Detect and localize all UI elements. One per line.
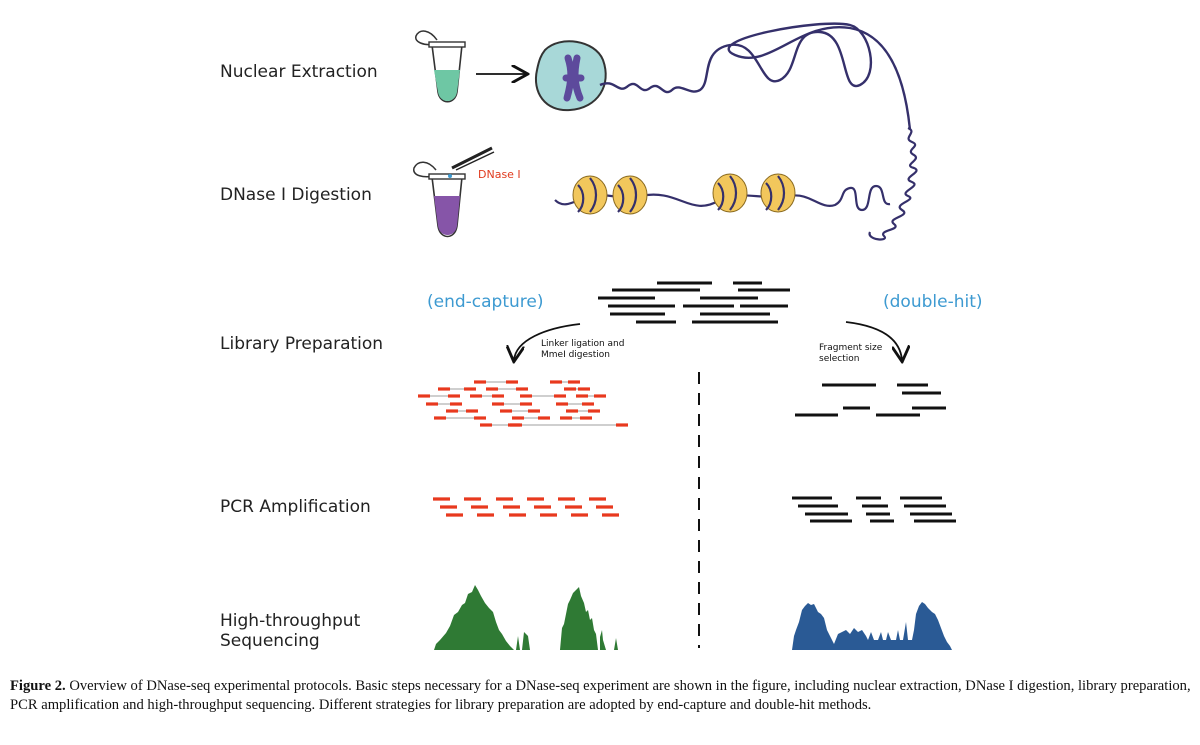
step-dnase-digestion: DNase I Digestion [220,185,372,205]
linker-ligation-label: Linker ligation and [541,339,624,349]
step-sequencing-line2: Sequencing [220,631,320,651]
nucleosome-1 [572,175,608,215]
figure-caption-text: Overview of DNase-seq experimental proto… [10,678,1191,713]
pipette-icon [448,146,495,178]
step-library-preparation: Library Preparation [220,334,383,354]
mmei-digestion-label: MmeI digestion [541,350,610,360]
fragment-pool [598,281,790,324]
end-capture-signal-track [434,585,618,650]
tube-green-icon [415,30,466,103]
step-nuclear-extraction: Nuclear Extraction [220,62,378,82]
end-capture-label: (end-capture) [427,292,544,312]
double-hit-label: (double-hit) [883,292,983,312]
double-hit-signal-track [792,602,952,650]
chromatin-coil [868,126,918,241]
tube-purple-icon [413,161,466,238]
end-capture-pcr [433,497,619,517]
figure-label: Figure 2. [10,678,66,694]
nucleus-icon [534,40,607,112]
fragment-size-label: Fragment size [819,343,883,353]
nucleosome-2 [612,175,648,215]
selection-label: selection [819,354,859,364]
end-capture-arrow [514,323,581,360]
double-hit-arrow [845,321,902,360]
nucleosome-4 [760,173,796,213]
step-sequencing-line1: High-throughput [220,611,361,631]
nucleosome-3 [712,173,748,213]
figure-caption: Figure 2. Overview of DNase-seq experime… [10,677,1192,715]
step-pcr-amplification: PCR Amplification [220,497,371,517]
double-hit-pcr [792,496,956,523]
end-capture-library [418,380,628,427]
chromatin-fiber [599,22,912,131]
double-hit-library [795,383,946,417]
dnase-enzyme-label: DNase I [478,168,521,181]
